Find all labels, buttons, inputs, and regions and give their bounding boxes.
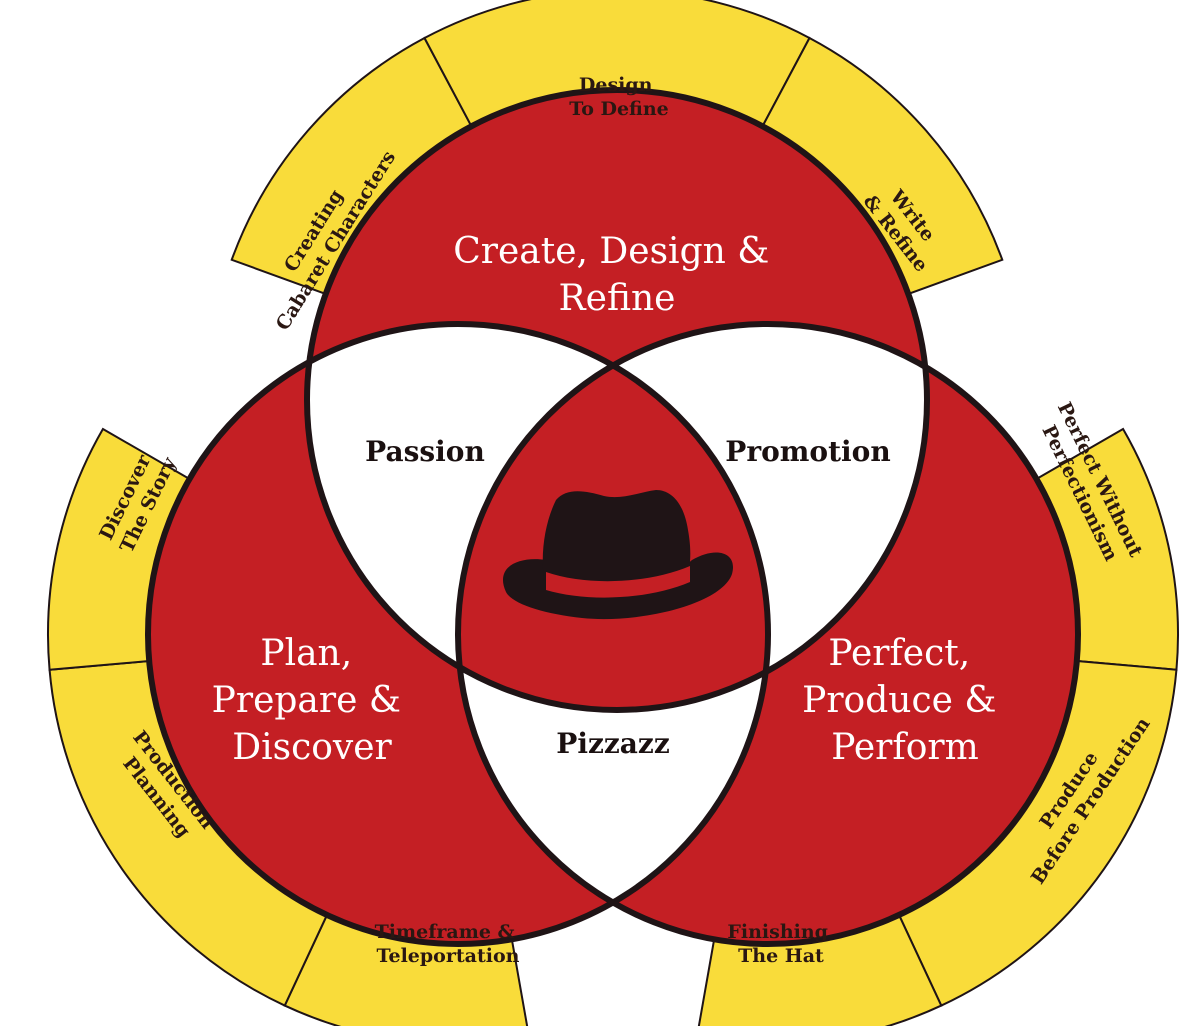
segment-label-finishing-the-hat: Finishing The Hat [727,921,834,967]
segment-label-timeframe-teleportation: Timeframe & Teleportation [375,921,522,967]
label-perfect-produce-perform: Perfect, Produce & Perform [802,633,1008,768]
center-region [458,324,768,710]
fedora-hat-icon [502,490,733,620]
circle-outlines [145,87,1081,947]
label-pizzazz: Pizzazz [556,727,669,760]
label-passion: Passion [365,435,485,468]
label-create-design-refine: Create, Design & Refine [453,231,781,319]
label-plan-prepare-discover: Plan, Prepare & Discover [212,633,413,768]
segment-label-design-to-define: Design To Define [569,74,669,120]
outer-ring [47,0,1179,1026]
label-promotion: Promotion [725,435,890,468]
